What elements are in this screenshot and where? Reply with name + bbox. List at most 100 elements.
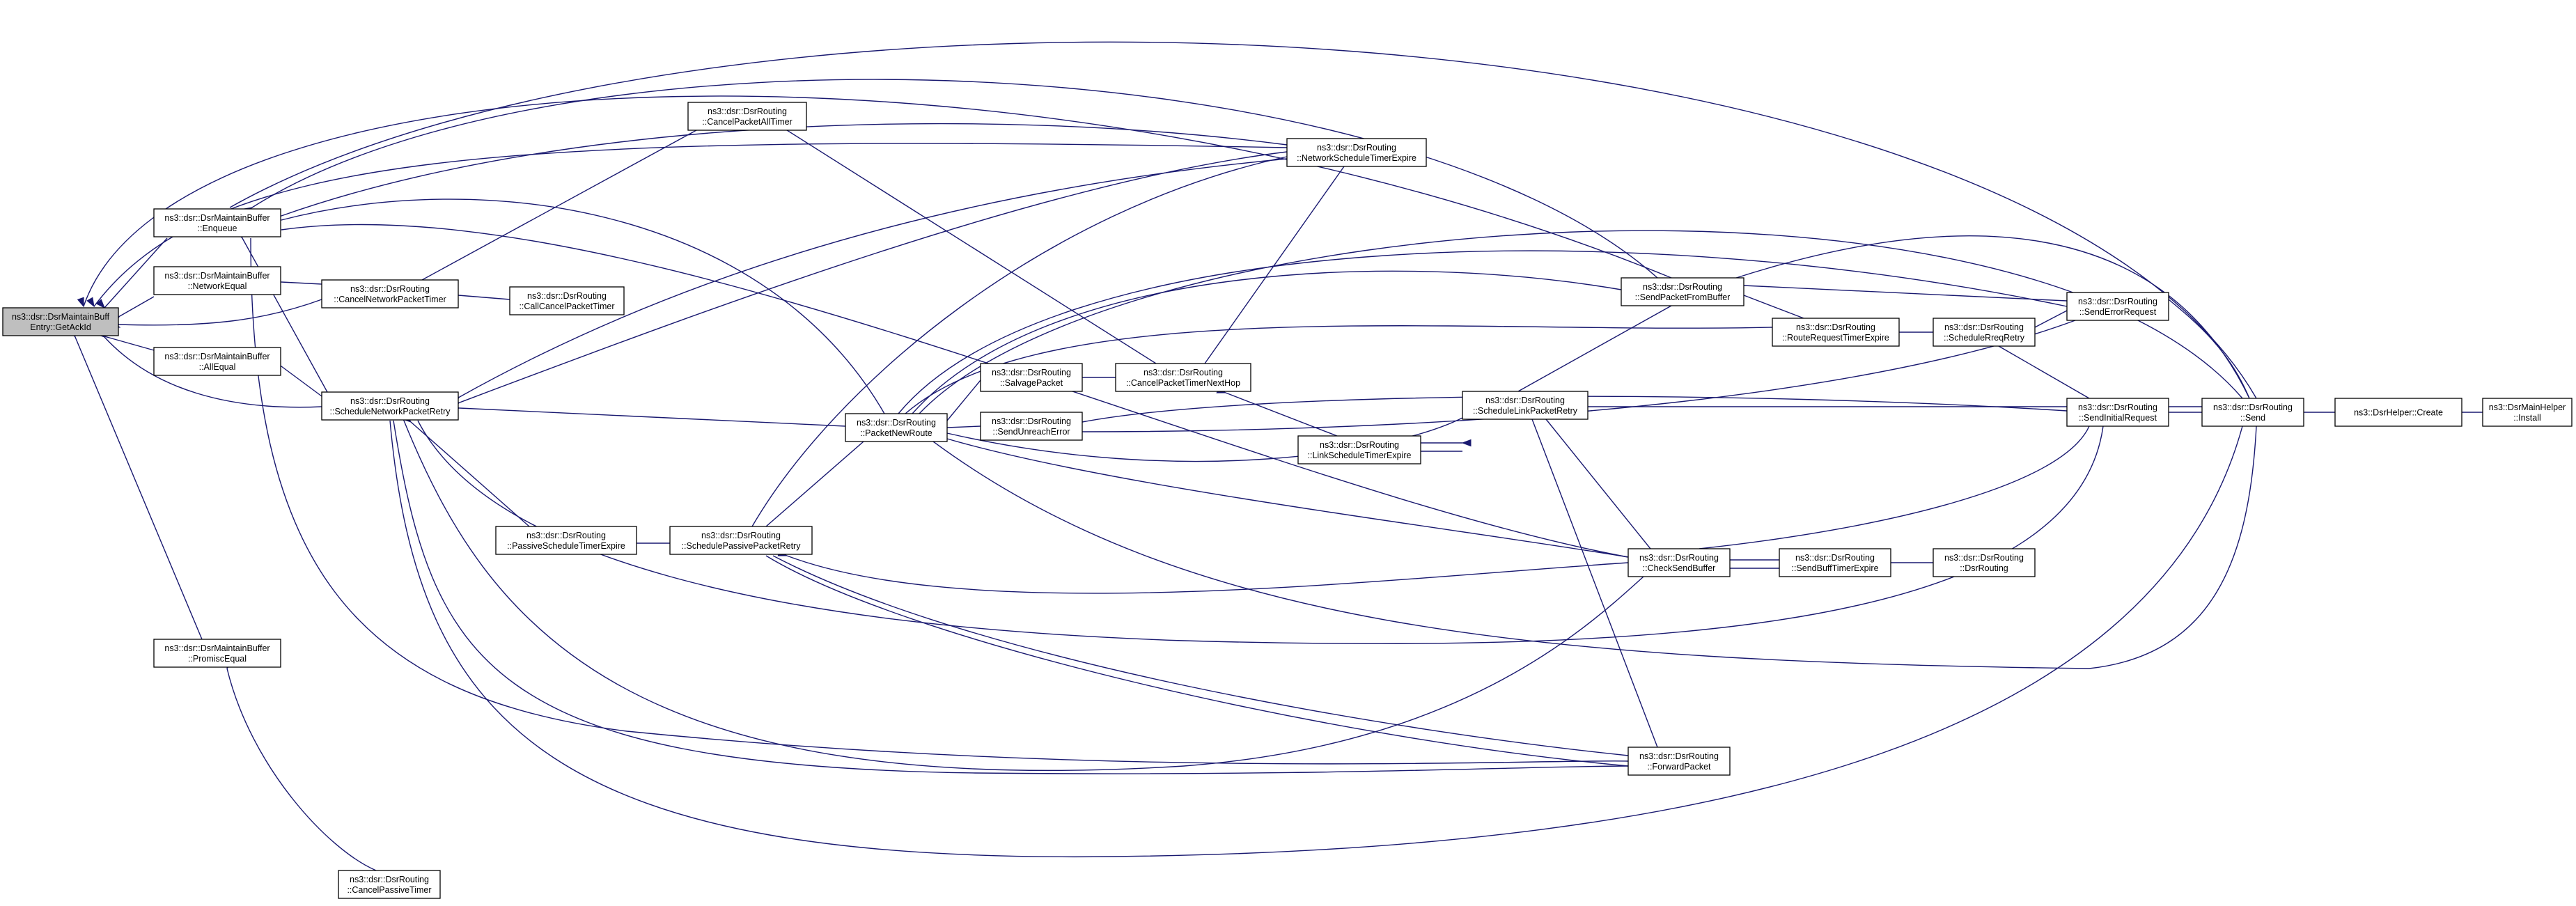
node-box [980,363,1083,392]
node-box [321,279,459,308]
call-edge [281,198,885,414]
node-label: ns3::dsr::DsrRouting [2078,403,2157,412]
node-box [1933,548,2036,577]
node-label: ns3::dsr::DsrMaintainBuffer [164,352,270,361]
node-label: ::RouteRequestTimerExpire [1782,333,1889,343]
node-dsrrouting[interactable]: ns3::dsr::DsrRouting::DsrRouting [1933,548,2036,577]
node-box [2,307,119,336]
node-label: ns3::dsr::DsrRouting [350,396,430,406]
node-box [2334,398,2462,427]
call-edge [403,420,1644,772]
node-linkscheduletimerexpire[interactable]: ns3::dsr::DsrRouting::LinkScheduleTimerE… [1297,435,1421,464]
node-label: ::Install [2513,413,2541,423]
call-edge [1531,419,1658,748]
call-edge [946,425,981,428]
call-edge [1743,285,2068,302]
node-enqueue[interactable]: ns3::dsr::DsrMaintainBuffer::Enqueue [153,208,281,237]
node-label: ns3::dsr::DsrRouting [1320,440,1399,450]
node-forwardpacket[interactable]: ns3::dsr::DsrRouting::ForwardPacket [1627,747,1731,776]
call-edge [251,79,1658,279]
node-label: ::Enqueue [198,224,237,233]
node-label: ::NetworkScheduleTimerExpire [1297,153,1416,163]
node-sendbufftimerexpire[interactable]: ns3::dsr::DsrRouting::SendBuffTimerExpir… [1779,548,1891,577]
node-label: ns3::dsr::DsrRouting [1944,322,2024,332]
node-sendinitialrequest[interactable]: ns3::dsr::DsrRouting::SendInitialRequest [2066,398,2169,427]
node-senderrorrequest[interactable]: ns3::dsr::DsrRouting::SendErrorRequest [2066,292,2169,321]
node-label: ns3::dsr::DsrRouting [526,531,606,540]
node-label: ns3::dsr::DsrRouting [857,418,936,428]
call-edge [281,281,322,285]
call-edge [946,417,1463,462]
call-edge [389,420,2243,858]
call-edge [2034,310,2068,328]
call-edge [421,130,697,281]
node-cancelpackettimernexthop[interactable]: ns3::dsr::DsrRouting::CancelPacketTimerN… [1115,363,1251,392]
node-label: ::NetworkEqual [188,281,247,291]
node-label: ns3::dsr::DsrMaintainBuffer [164,271,270,281]
node-cancelpacketalltimer[interactable]: ns3::dsr::DsrRouting::CancelPacketAllTim… [687,102,807,131]
node-sendunreacherror[interactable]: ns3::dsr::DsrRouting::SendUnreachError [980,412,1083,441]
call-edge [1225,392,1338,437]
node-layer: ns3::dsr::DsrMaintainBuffEntry::GetAckId… [2,102,2573,899]
call-edge [1545,419,1651,549]
node-label: ns3::dsr::DsrRouting [1795,553,1875,563]
node-sendpacketfrombuffer[interactable]: ns3::dsr::DsrRouting::SendPacketFromBuff… [1621,277,1744,306]
node-networkequal[interactable]: ns3::dsr::DsrMaintainBuffer::NetworkEqua… [153,266,281,295]
node-box [2066,398,2169,427]
node-label: ns3::dsr::DsrRouting [1944,553,2024,563]
node-schedulelinkpacketretry[interactable]: ns3::dsr::DsrRouting::ScheduleLinkPacket… [1462,391,1588,420]
node-callcancelpackettimer[interactable]: ns3::dsr::DsrRouting::CallCancelPacketTi… [509,286,625,315]
node-networkscheduletimerexpire[interactable]: ns3::dsr::DsrRouting::NetworkScheduleTim… [1286,138,1427,167]
node-create[interactable]: ns3::DsrHelper::Create [2334,398,2462,427]
node-routerequesttimerexpire[interactable]: ns3::dsr::DsrRouting::RouteRequestTimerE… [1772,318,1900,347]
node-promiscequal[interactable]: ns3::dsr::DsrMaintainBuffer::PromiscEqua… [153,639,281,668]
node-schedulepassivepacketretry[interactable]: ns3::dsr::DsrRouting::SchedulePassivePac… [669,526,813,555]
node-box [687,102,807,131]
call-edge [1743,295,1804,319]
node-cancelpassivetimer[interactable]: ns3::dsr::DsrRouting::CancelPassiveTimer [338,870,441,899]
node-box [2066,292,2169,321]
node-label: ::CancelPacketTimerNextHop [1126,378,1240,388]
node-label: ::ForwardPacket [1647,762,1711,772]
node-label: ns3::dsr::DsrMaintainBuff [12,312,110,322]
node-label: ::Send [2240,413,2265,423]
node-passivescheduletimerexpire[interactable]: ns3::dsr::DsrRouting::PassiveScheduleTim… [495,526,637,555]
call-edge [119,299,322,326]
node-install[interactable]: ns3::DsrMainHelper::Install [2482,398,2573,427]
node-box [1297,435,1421,464]
node-box [495,526,637,555]
call-edge [912,270,1622,414]
call-edge [786,130,1157,364]
node-label: ns3::dsr::DsrRouting [2078,297,2157,306]
node-label: ::CancelPassiveTimer [347,885,431,895]
node-box [153,347,281,376]
node-box [1621,277,1744,306]
node-schedulenetworkpacketretry[interactable]: ns3::dsr::DsrRouting::ScheduleNetworkPac… [321,391,459,421]
node-label: ns3::dsr::DsrRouting [1639,553,1719,563]
node-box [153,266,281,295]
node-label: ::SalvagePacket [1000,378,1063,388]
call-edge [1517,305,1672,392]
node-label: ns3::dsr::DsrMaintainBuffer [164,643,270,653]
call-edge [459,151,1288,403]
node-label: ::CheckSendBuffer [1643,563,1716,573]
node-box [1779,548,1891,577]
node-label: ns3::dsr::DsrRouting [1796,322,1875,332]
node-label: Entry::GetAckId [30,322,91,332]
call-edge [93,143,1288,307]
node-label: ::SendInitialRequest [2079,413,2157,423]
node-salvagepacket[interactable]: ns3::dsr::DsrRouting::SalvagePacket [980,363,1083,392]
node-send[interactable]: ns3::dsr::DsrRouting::Send [2201,398,2304,427]
node-packetnewroute[interactable]: ns3::dsr::DsrRouting::PacketNewRoute [845,413,948,442]
node-allequal[interactable]: ns3::dsr::DsrMaintainBuffer::AllEqual [153,347,281,376]
node-checksendbuffer[interactable]: ns3::dsr::DsrRouting::CheckSendBuffer [1627,548,1731,577]
node-label: ns3::DsrHelper::Create [2354,408,2443,418]
node-label: ns3::dsr::DsrRouting [1485,396,1565,405]
node-label: ::SendBuffTimerExpire [1791,563,1878,573]
node-schedulerreqretry[interactable]: ns3::dsr::DsrRouting::ScheduleRreqRetry [1933,318,2036,347]
node-cancelnetworkpackettimer[interactable]: ns3::dsr::DsrRouting::CancelNetworkPacke… [321,279,459,308]
node-label: ns3::dsr::DsrRouting [1317,143,1396,153]
node-box [1627,747,1731,776]
call-edge [281,123,1288,217]
